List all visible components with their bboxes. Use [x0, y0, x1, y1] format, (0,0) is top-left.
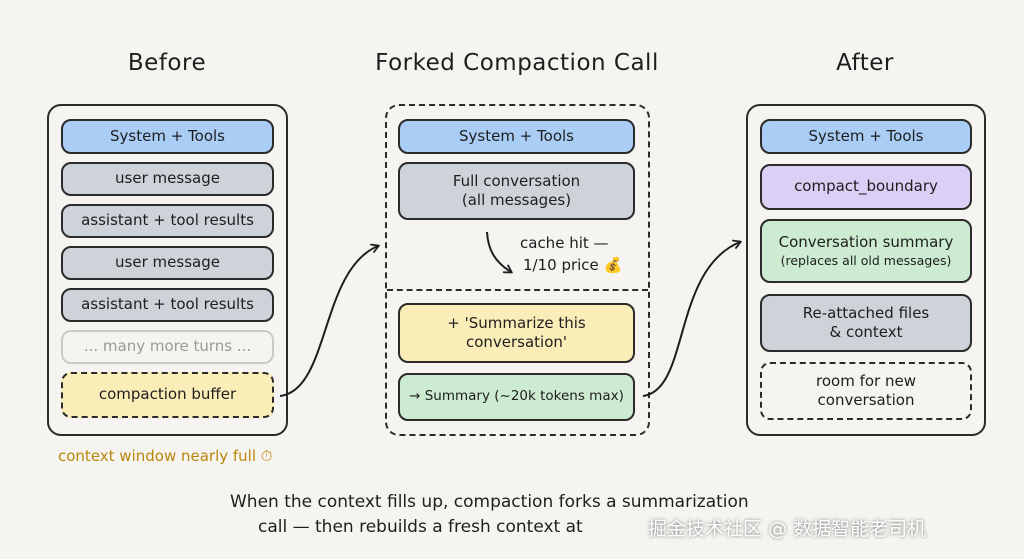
- before-compaction-buffer: compaction buffer: [61, 372, 274, 418]
- before-assistant-tool-results-2: assistant + tool results: [61, 288, 274, 322]
- caption-line-1: When the context fills up, compaction fo…: [230, 492, 749, 512]
- title-before: Before: [127, 50, 207, 76]
- watermark: 掘金技术社区 @ 数据智能老司机: [648, 518, 927, 540]
- after-context-panel: [746, 104, 986, 436]
- title-forked-compaction-call: Forked Compaction Call: [375, 50, 659, 76]
- conversation-summary-sub: (replaces all old messages): [780, 252, 952, 268]
- after-reattached-files: Re-attached files & context: [760, 294, 972, 352]
- price-label: 1/10 price 💰: [523, 256, 623, 274]
- cache-hit-label: cache hit —: [520, 234, 609, 252]
- forked-divider: [387, 289, 648, 291]
- caption-line-2: call — then rebuilds a fresh context at: [258, 516, 583, 537]
- after-conversation-summary: Conversation summary (replaces all old m…: [760, 219, 972, 283]
- arrow-forked-to-after: [642, 239, 742, 397]
- title-after: After: [836, 50, 894, 76]
- before-user-message-1: user message: [61, 162, 274, 196]
- after-compact-boundary: compact_boundary: [760, 164, 972, 210]
- after-system-tools: System + Tools: [760, 119, 972, 154]
- before-system-tools: System + Tools: [61, 119, 274, 154]
- context-window-nearly-full-note: context window nearly full ⏱: [58, 447, 273, 465]
- caption: When the context fills up, compaction fo…: [230, 490, 749, 539]
- forked-system-tools: System + Tools: [398, 119, 635, 154]
- forked-summarize-prompt: + 'Summarize this conversation': [398, 303, 635, 363]
- forked-call-panel: [385, 104, 650, 436]
- before-assistant-tool-results-1: assistant + tool results: [61, 204, 274, 238]
- arrow-cache-hit: [486, 231, 513, 274]
- before-context-panel: [47, 104, 288, 436]
- arrow-before-to-forked: [279, 243, 380, 397]
- after-room-for-new-conversation: room for new conversation: [760, 362, 972, 420]
- forked-full-conversation: Full conversation (all messages): [398, 162, 635, 220]
- forked-summary-output: → Summary (~20k tokens max): [398, 373, 635, 421]
- before-many-more-turns: ... many more turns ...: [61, 330, 274, 364]
- conversation-summary-label: Conversation summary: [778, 233, 954, 252]
- before-user-message-2: user message: [61, 246, 274, 280]
